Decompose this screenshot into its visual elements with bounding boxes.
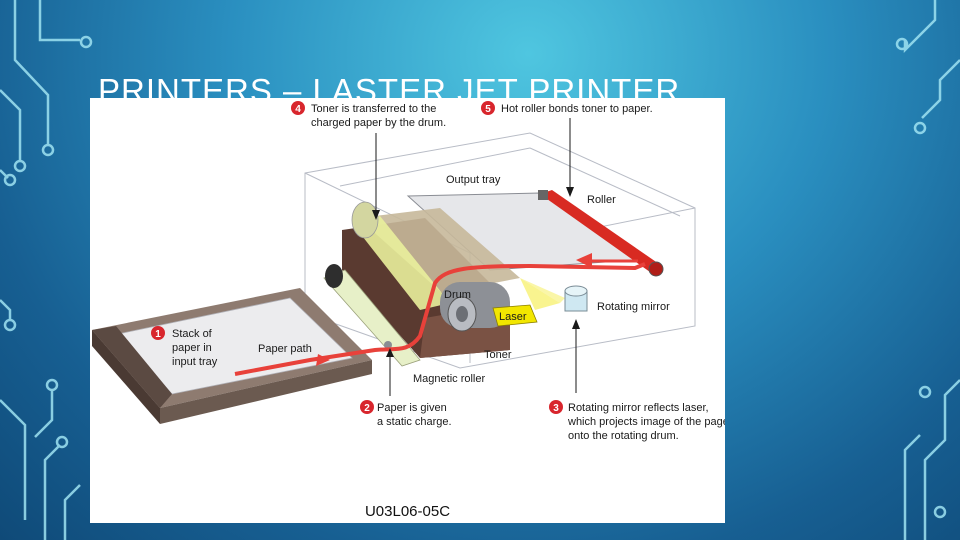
input-tray bbox=[92, 288, 372, 424]
step-3-text-line-1: Rotating mirror reflects laser, bbox=[568, 402, 709, 414]
toner-drum bbox=[351, 201, 450, 310]
svg-text:4: 4 bbox=[295, 104, 301, 115]
step-badge-5: 5 bbox=[481, 101, 495, 115]
drum bbox=[440, 282, 510, 332]
paper-path-arrowhead bbox=[316, 354, 330, 366]
step-5-text-line-1: Hot roller bonds toner to paper. bbox=[501, 103, 653, 115]
svg-text:5: 5 bbox=[485, 104, 491, 115]
label-roller: Roller bbox=[587, 194, 616, 206]
svg-text:3: 3 bbox=[553, 403, 559, 414]
svg-text:2: 2 bbox=[364, 403, 370, 414]
svg-text:1: 1 bbox=[155, 329, 161, 340]
step-2-text-line-1: Paper is given bbox=[377, 402, 447, 414]
label-toner: Toner bbox=[484, 349, 512, 361]
label-laser: Laser bbox=[499, 311, 527, 323]
callout-lines bbox=[375, 118, 577, 396]
step-1-text-line-1: Stack of bbox=[172, 328, 213, 340]
step-4-text-line-1: Toner is transferred to the bbox=[311, 103, 436, 115]
figure-caption: U03L06-05C bbox=[364, 503, 451, 520]
step-badge-4: 4 bbox=[291, 101, 305, 115]
callout-arrowhead-3 bbox=[572, 319, 580, 329]
magnetic-roller bbox=[323, 264, 421, 367]
step-4-text-line-2: charged paper by the drum. bbox=[311, 117, 446, 129]
label-drum: Drum bbox=[444, 289, 471, 301]
laser-printer-diagram: 1 2 3 4 5 Stack of paper in input tray P… bbox=[90, 98, 725, 523]
rotating-mirror bbox=[564, 285, 588, 312]
roller bbox=[538, 190, 664, 277]
step-3-text-line-3: onto the rotating drum. bbox=[568, 430, 679, 442]
label-magnetic-roller: Magnetic roller bbox=[413, 373, 485, 385]
step-badge-2: 2 bbox=[360, 400, 374, 414]
laser bbox=[492, 278, 565, 327]
step-3-text-line-2: which projects image of the page bbox=[567, 416, 725, 428]
label-output-tray: Output tray bbox=[446, 174, 501, 186]
label-rotating-mirror: Rotating mirror bbox=[597, 301, 670, 313]
step-2-text-line-2: a static charge. bbox=[377, 416, 452, 428]
step-1-text-line-2: paper in bbox=[172, 342, 212, 354]
callout-arrowhead-4 bbox=[372, 210, 380, 220]
callout-arrowhead-5 bbox=[566, 187, 574, 197]
step-1-text-line-3: input tray bbox=[172, 356, 218, 368]
callout-arrowhead-2 bbox=[386, 348, 394, 357]
return-arrowhead bbox=[576, 253, 592, 268]
label-paper-path: Paper path bbox=[258, 343, 312, 355]
paper-path-arrow bbox=[234, 262, 646, 376]
step-badge-3: 3 bbox=[549, 400, 563, 414]
step-badge-1: 1 bbox=[151, 326, 165, 340]
